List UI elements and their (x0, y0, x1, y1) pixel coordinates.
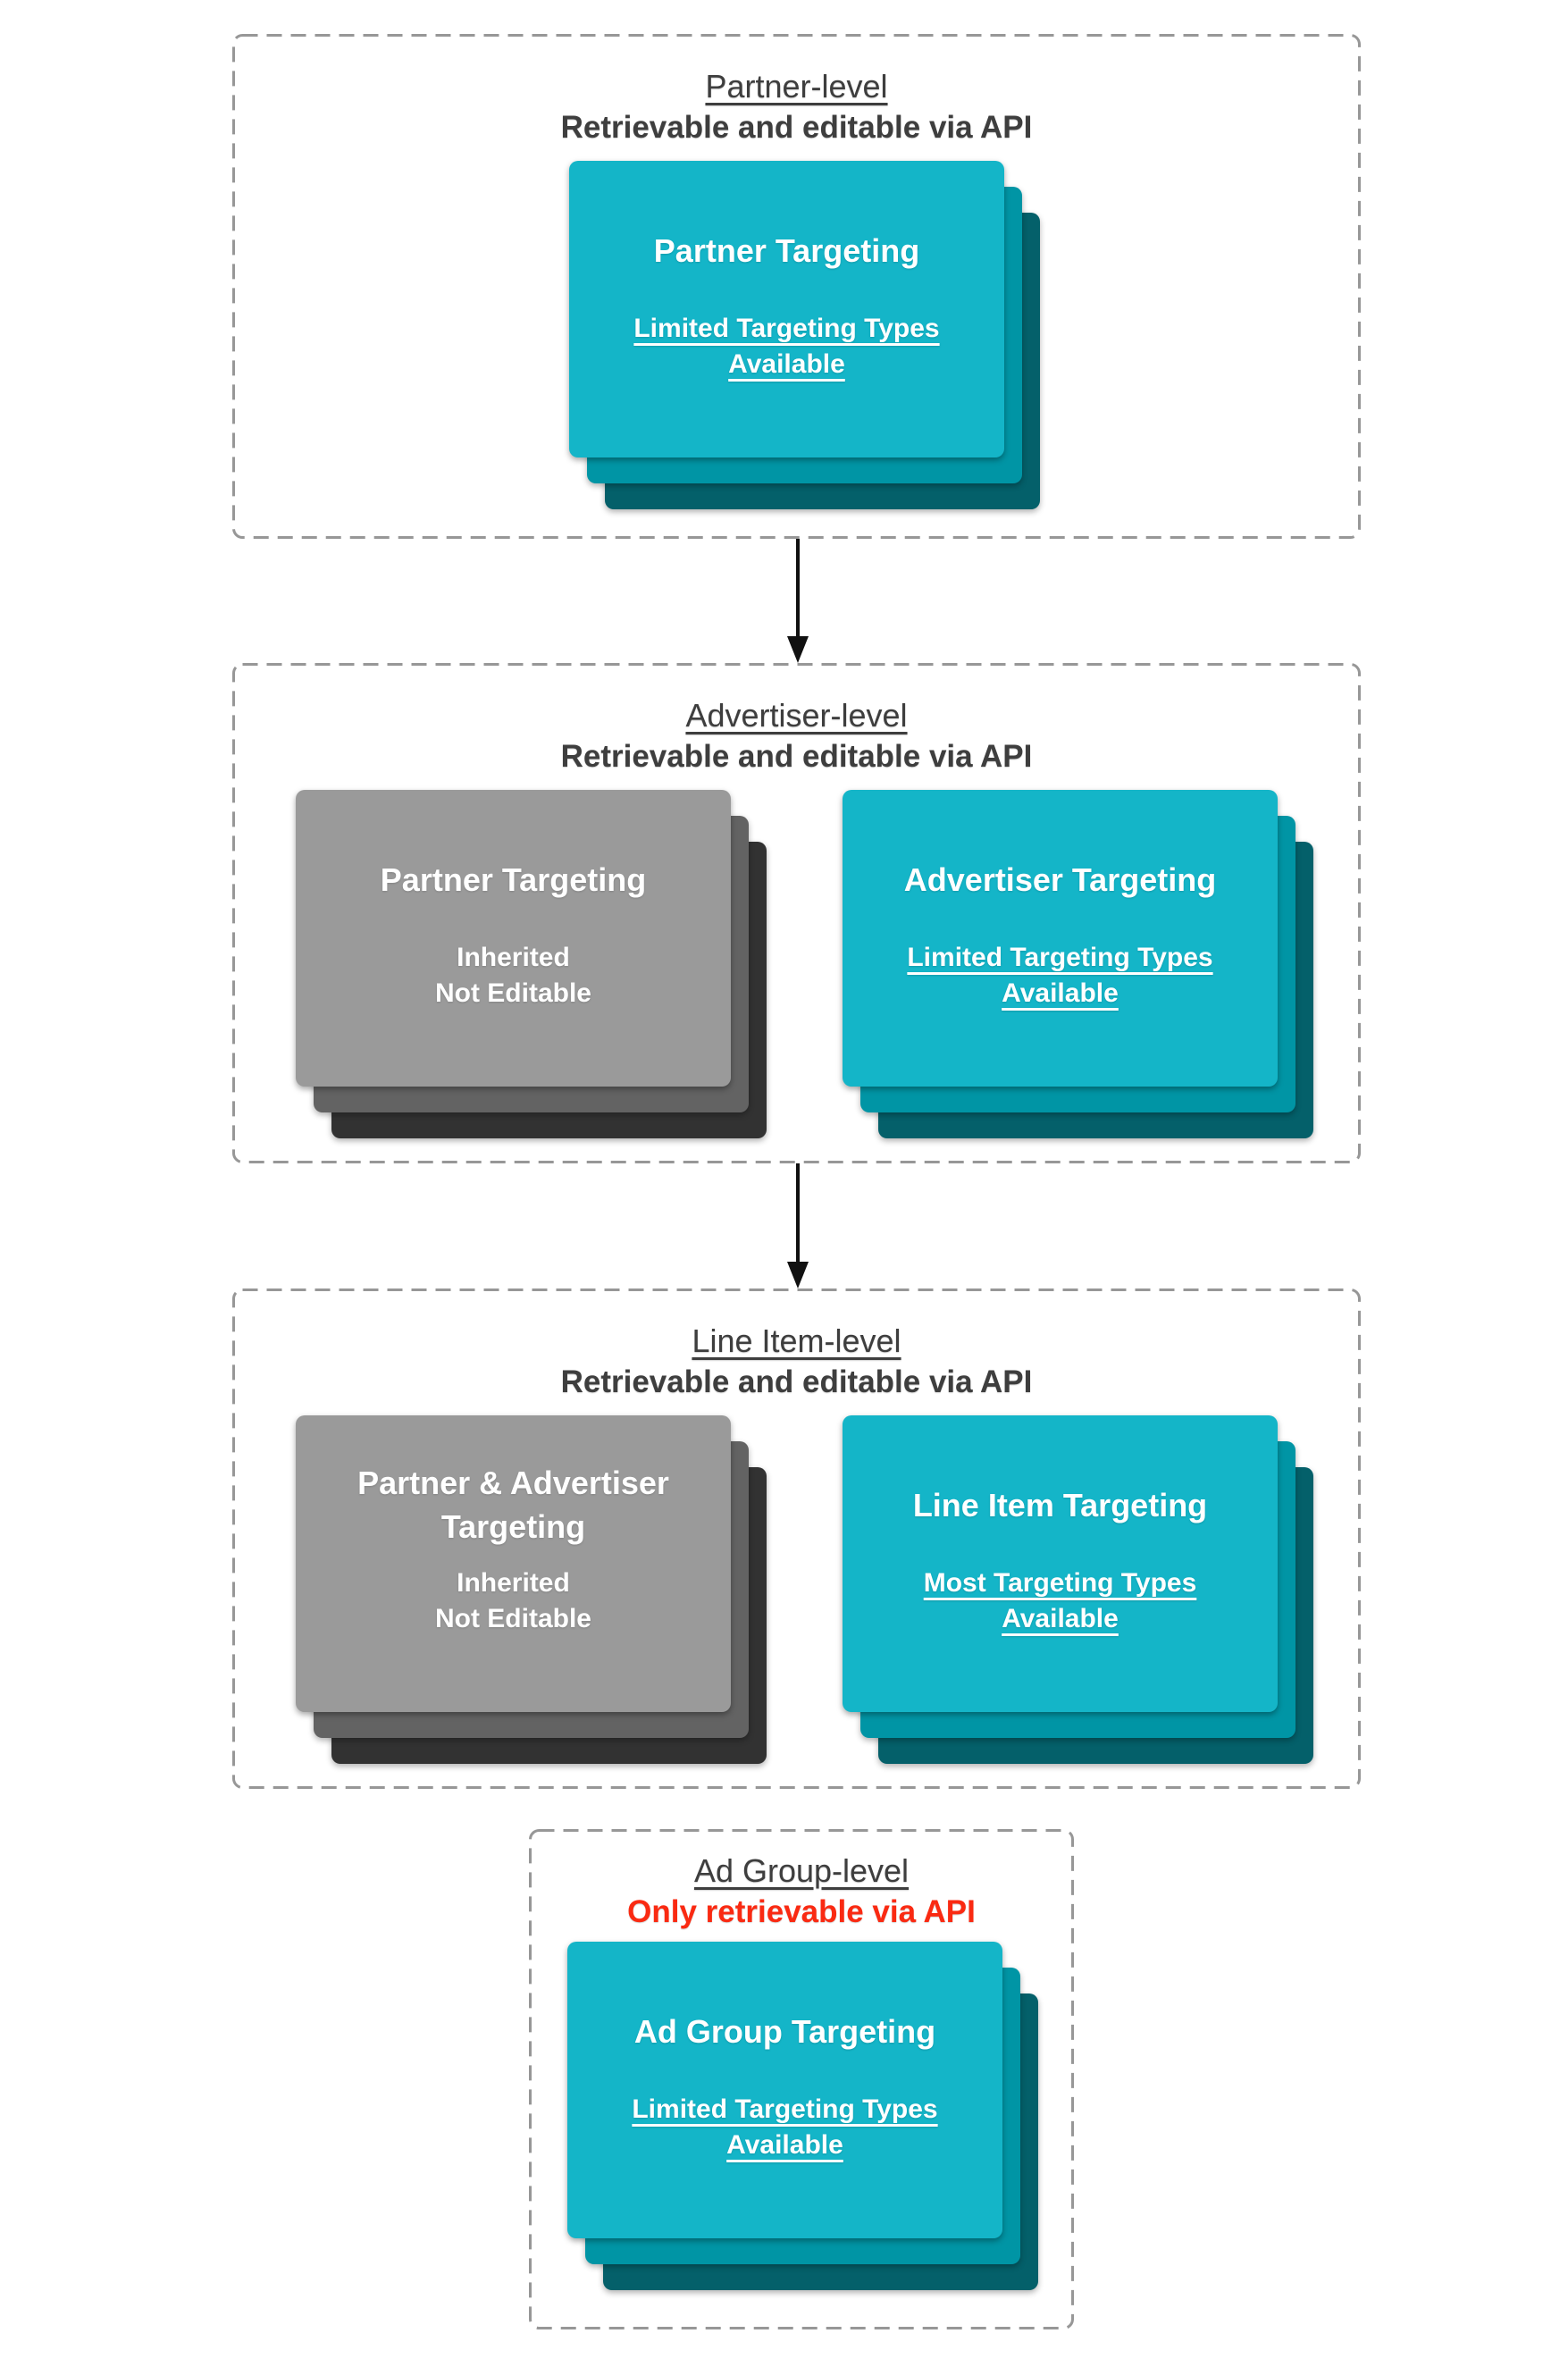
card-title: Partner & Advertiser Targeting (357, 1465, 669, 1545)
card-body-line: Available (1002, 978, 1119, 1008)
down-arrow-head-icon (787, 1262, 809, 1288)
down-arrow (787, 1163, 809, 1288)
down-arrow (787, 539, 809, 663)
down-arrow-head-icon (787, 636, 809, 663)
card-body: Inherited Not Editable (435, 1565, 591, 1637)
card-body: Limited Targeting Types Available (633, 311, 939, 382)
card-body-line: Inherited (457, 1568, 570, 1598)
card-body-line: Not Editable (434, 1604, 591, 1633)
section-header: Ad Group-level Only retrievable via API (529, 1851, 1074, 1933)
section-subtitle: Only retrievable via API (627, 1894, 976, 1929)
targeting-card: Partner Targeting Limited Targeting Type… (569, 161, 1004, 457)
targeting-card: Advertiser Targeting Limited Targeting T… (843, 790, 1278, 1087)
section-title: Advertiser-level (685, 697, 908, 734)
card-body-line: Not Editable (434, 978, 591, 1008)
card-stack-partner-targeting: Partner Targeting Limited Targeting Type… (569, 161, 1040, 509)
dashed-border (232, 663, 1361, 1163)
card-body-line: Available (726, 2130, 843, 2160)
card-title: Ad Group Targeting (633, 2012, 936, 2050)
card-body: Limited Targeting Types Available (907, 940, 1212, 1011)
targeting-card: Partner Targeting Inherited Not Editable (296, 790, 731, 1087)
section-title: Line Item-level (692, 1322, 901, 1359)
targeting-card: Partner & Advertiser Targeting Inherited… (296, 1415, 731, 1712)
card-body-line: Available (728, 349, 845, 379)
section-title: Ad Group-level (693, 1852, 910, 1889)
down-arrow-line (796, 1163, 800, 1262)
section-subtitle: Retrievable and editable via API (560, 1364, 1033, 1399)
card-body-line: Limited Targeting Types (907, 943, 1213, 972)
section-title: Partner-level (705, 68, 888, 105)
section-header: Partner-level Retrievable and editable v… (232, 66, 1361, 148)
section-partner-level: Partner-level Retrievable and editable v… (232, 34, 1361, 539)
card-stack-partner-targeting-inherited: Partner Targeting Inherited Not Editable (296, 790, 767, 1138)
card-body-line: Most Targeting Types (923, 1568, 1197, 1598)
dashed-border (529, 1829, 1074, 2329)
card-body: Most Targeting Types Available (924, 1565, 1197, 1637)
card-title: Line Item Targeting (912, 1486, 1208, 1523)
card-stack-line-item-targeting: Line Item Targeting Most Targeting Types… (843, 1415, 1313, 1764)
dashed-border (232, 34, 1361, 539)
card-body-line: Inherited (457, 943, 570, 972)
card-stack-ad-group-targeting: Ad Group Targeting Limited Targeting Typ… (567, 1942, 1038, 2290)
section-header: Line Item-level Retrievable and editable… (232, 1321, 1361, 1403)
card-title: Advertiser Targeting (903, 860, 1217, 898)
targeting-card: Line Item Targeting Most Targeting Types… (843, 1415, 1278, 1712)
section-line-item-level: Line Item-level Retrievable and editable… (232, 1288, 1361, 1789)
card-body: Inherited Not Editable (435, 940, 591, 1011)
section-advertiser-level: Advertiser-level Retrievable and editabl… (232, 663, 1361, 1163)
dashed-border (232, 1288, 1361, 1789)
card-title: Partner Targeting (653, 231, 920, 269)
card-title: Partner Targeting (380, 860, 647, 898)
card-body-line: Limited Targeting Types (633, 314, 940, 343)
section-subtitle: Retrievable and editable via API (560, 739, 1033, 774)
section-ad-group-level: Ad Group-level Only retrievable via API … (529, 1829, 1074, 2329)
card-stack-partner-advertiser-targeting: Partner & Advertiser Targeting Inherited… (296, 1415, 767, 1764)
card-stack-advertiser-targeting: Advertiser Targeting Limited Targeting T… (843, 790, 1313, 1138)
card-body-line: Available (1002, 1604, 1119, 1633)
section-subtitle: Retrievable and editable via API (560, 110, 1033, 145)
card-body: Limited Targeting Types Available (632, 2092, 937, 2163)
card-body-line: Limited Targeting Types (632, 2094, 938, 2124)
section-header: Advertiser-level Retrievable and editabl… (232, 695, 1361, 777)
targeting-card: Ad Group Targeting Limited Targeting Typ… (567, 1942, 1002, 2238)
down-arrow-line (796, 539, 800, 636)
